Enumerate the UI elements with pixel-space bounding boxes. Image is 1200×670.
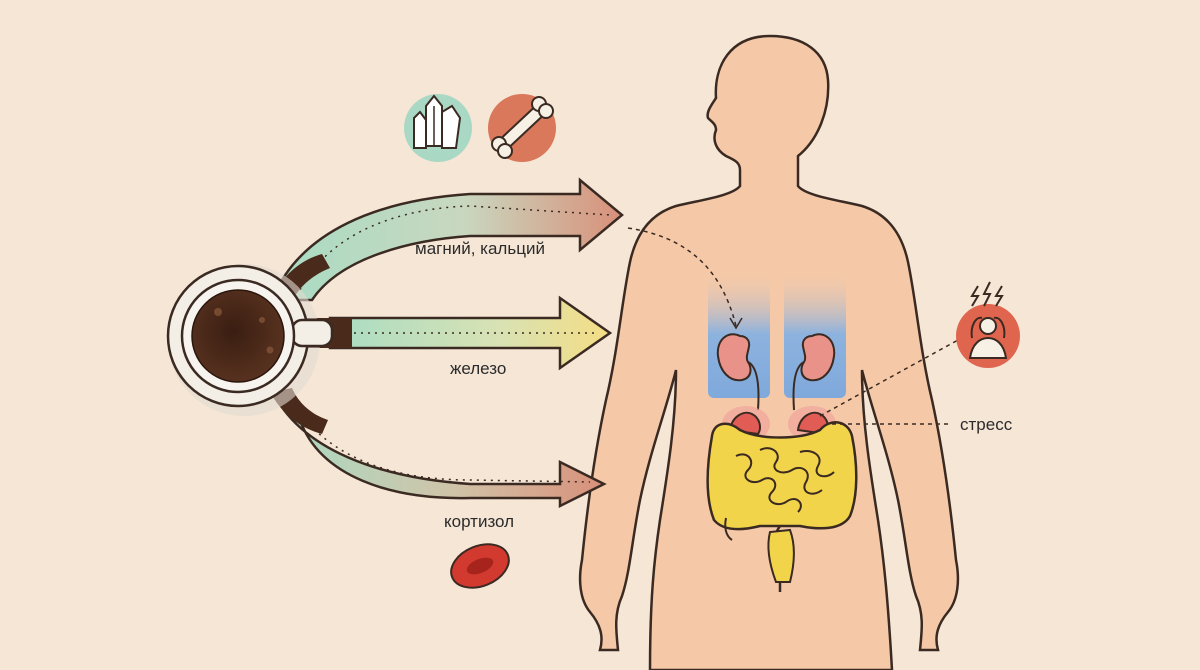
- intestines: [706, 421, 858, 592]
- stressed-person-icon: [956, 304, 1020, 368]
- kidney-right: [800, 333, 836, 382]
- arrow-middle: [328, 295, 613, 371]
- lightning-icon: [970, 281, 1004, 307]
- label-stress: стресс: [960, 415, 1013, 434]
- small-intestine: [735, 447, 835, 513]
- label-magnesium-calcium: магний, кальций: [415, 239, 545, 258]
- large-intestine: [706, 421, 858, 531]
- cup-handle: [290, 318, 334, 348]
- kidney-left: [716, 333, 752, 382]
- connector-arrow-to-kidney: [627, 227, 737, 327]
- connector-stress-icon: [819, 339, 959, 417]
- bone-icon: [488, 94, 556, 162]
- kidneys: [708, 270, 846, 411]
- coffee-icon: [191, 289, 285, 383]
- arrow-bottom: [270, 389, 607, 509]
- label-cortisol: кортизол: [444, 512, 514, 531]
- crystal-icon: [404, 94, 472, 162]
- arrow-top: [270, 177, 624, 302]
- coffee-cup: [166, 264, 334, 416]
- red-blood-cell-icon: [450, 543, 510, 589]
- label-iron: железо: [450, 359, 506, 378]
